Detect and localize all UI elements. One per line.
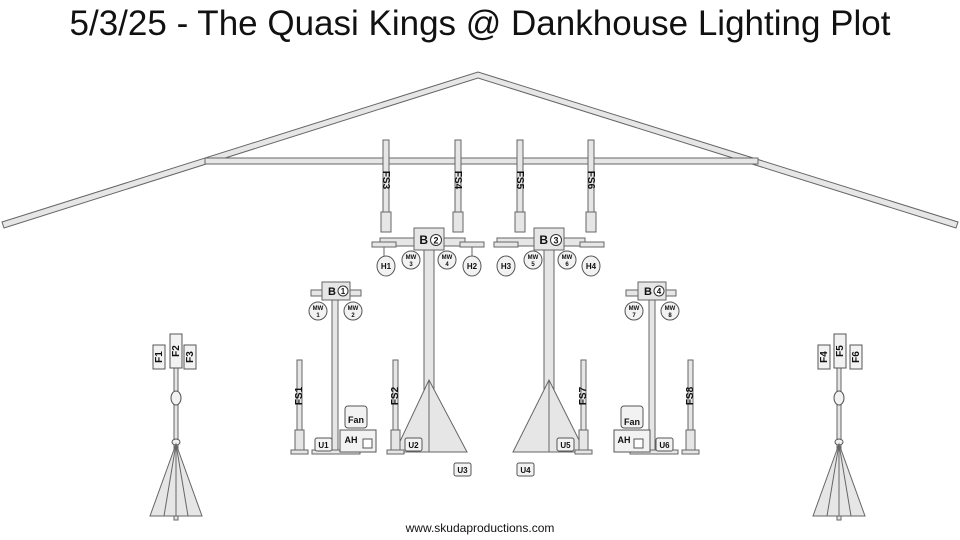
roof-truss [1,71,959,229]
hazer-h4 [581,255,601,277]
page-title: 5/3/25 - The Quasi Kings @ Dankhouse Lig… [69,4,891,43]
flood-stand-right: F4 F5 F6 [812,333,866,521]
tower-b4: B 4 MW 7 MW 8 [624,281,680,455]
pipe-fs4: FS4 [452,139,464,233]
svg-text:U6: U6 [659,441,670,450]
pipe-label: FS5 [514,171,525,190]
svg-text:U3: U3 [457,466,468,475]
uplight-u6: U6 [655,437,674,452]
flood-label: F5 [835,345,846,357]
wash-number: 7 [632,313,636,319]
moving-wash-4 [437,250,457,270]
bar-number: 1 [341,287,346,296]
svg-text:U4: U4 [520,466,531,475]
fan-hazer-left: Fan AH [339,405,377,453]
tower-b2: B 2 H1 H2 MW 3 MW 4 [371,227,485,453]
moving-wash-5 [523,250,543,270]
flood-label: F1 [154,351,165,363]
pipe-label: FS4 [452,171,463,190]
bar-number: 4 [657,287,662,296]
moving-wash-8 [660,301,680,321]
hazer-label: H2 [467,262,478,271]
wash-prefix: MW [629,306,640,312]
pipe-fs6: FS6 [585,139,597,233]
fan-hazer-right: Fan AH [613,405,651,453]
wash-prefix: MW [528,255,539,261]
moving-wash-3 [401,250,421,270]
stand-label: FS2 [390,386,401,405]
hazer-unit-label: AH [345,435,358,445]
uplight-u4: U4 [516,462,535,477]
flood-label: F2 [171,345,182,357]
uplight-u1: U1 [314,437,333,452]
wash-number: 6 [565,262,569,268]
wash-number: 8 [668,313,672,319]
moving-wash-1 [308,301,328,321]
flood-label: F4 [819,351,830,363]
bar-number: 3 [553,236,558,246]
hazer-unit-label: AH [618,435,631,445]
wash-prefix: MW [406,255,417,261]
hazer-label: H4 [586,262,597,271]
floor-stand-fs7: FS7 [574,359,593,455]
hazer-h1 [376,255,396,277]
tower-b3: B 3 H3 H4 MW 5 MW 6 [493,227,605,453]
wash-prefix: MW [348,306,359,312]
pipe-label: FS3 [380,171,391,190]
svg-text:U1: U1 [318,441,329,450]
hazer-h2 [462,255,482,277]
uplight-u5: U5 [556,437,575,452]
website-footer: www.skudaproductions.com [405,521,555,535]
wash-prefix: MW [665,306,676,312]
uplight-u2: U2 [404,437,423,452]
wash-prefix: MW [313,306,324,312]
hazer-h3 [496,255,516,277]
hazer-label: H3 [501,262,512,271]
wash-number: 1 [316,313,320,319]
flood-label: F6 [851,351,862,363]
bar-prefix: B [644,286,652,298]
stand-label: FS7 [578,386,589,405]
wash-prefix: MW [562,255,573,261]
pipe-fs3: FS3 [380,139,392,233]
bar-prefix: B [419,233,428,247]
svg-text:U5: U5 [560,441,571,450]
flood-stand-left: F1 F2 F3 [149,333,203,521]
bar-prefix: B [328,286,336,298]
floor-stand-fs2: FS2 [386,359,405,455]
bar-prefix: B [539,233,548,247]
floor-stand-fs8: FS8 [681,359,700,455]
fan-label: Fan [624,417,640,427]
wash-number: 4 [445,262,449,268]
wash-number: 5 [531,262,535,268]
moving-wash-6 [557,250,577,270]
hazer-label: H1 [381,262,392,271]
pipe-fs5: FS5 [514,139,526,233]
stand-label: FS8 [685,386,696,405]
tower-b1: B 1 MW 1 MW 2 [308,281,363,455]
floor-stand-fs1: FS1 [290,359,309,455]
bar-number: 2 [433,236,438,246]
wash-number: 2 [351,313,355,319]
wash-number: 3 [409,262,413,268]
moving-wash-2 [343,301,363,321]
pipe-label: FS6 [585,171,596,190]
fan-label: Fan [348,415,364,425]
wash-prefix: MW [442,255,453,261]
svg-text:U2: U2 [408,441,419,450]
uplight-u3: U3 [453,462,472,477]
flood-label: F3 [185,351,196,363]
stand-label: FS1 [294,386,305,405]
moving-wash-7 [624,301,644,321]
